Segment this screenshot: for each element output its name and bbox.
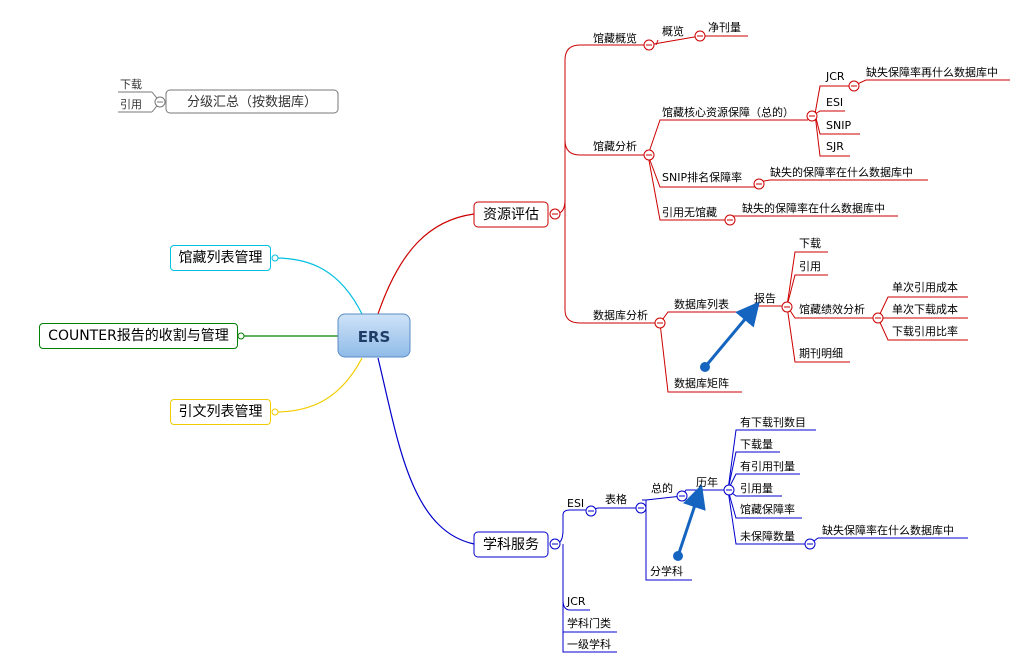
topic-journals-with-downloads: 有下载刊数目 bbox=[740, 415, 806, 429]
branch-holdings-list[interactable]: 馆藏列表管理 bbox=[170, 245, 271, 271]
topic-esi-subject: ESI bbox=[567, 497, 584, 510]
topic-snip: SNIP bbox=[826, 119, 851, 132]
branch-resource-evaluation-label: 资源评估 bbox=[483, 207, 539, 223]
topic-collection-analysis: 馆藏分析 bbox=[593, 139, 637, 153]
main-branch-lines bbox=[241, 213, 475, 545]
branch-subject-service-label: 学科服务 bbox=[483, 537, 539, 553]
central-node-label: ERS bbox=[358, 328, 391, 346]
topic-download-citation-ratio: 下载引用比率 bbox=[892, 324, 958, 338]
subject-service-topics: ESI 表格 总的 分学科 历年 有下载刊数目 下载量 有引用刊量 引用量 馆藏… bbox=[566, 415, 954, 651]
topic-snip-rank: SNIP排名保障率 bbox=[662, 170, 742, 184]
topic-total: 总的 bbox=[651, 481, 673, 495]
topic-cited-no-holding: 引用无馆藏 bbox=[662, 205, 717, 219]
branch-citation-list[interactable]: 引文列表管理 bbox=[170, 399, 271, 425]
topic-performance-analysis: 馆藏绩效分析 bbox=[799, 302, 865, 316]
collapse-markers[interactable] bbox=[154, 30, 884, 550]
topic-journals-with-citations: 有引用刊量 bbox=[740, 459, 795, 473]
branch-holdings-list-label: 馆藏列表管理 bbox=[178, 250, 263, 266]
topic-cost-per-download: 单次下载成本 bbox=[892, 302, 958, 316]
branch-counter-reports-label: COUNTER报告的收割与管理 bbox=[48, 328, 229, 344]
resource-evaluation-topics: 馆藏概览 概览 净刊量 馆藏分析 馆藏核心资源保障（总的） JCR 缺失保障率再… bbox=[593, 20, 998, 390]
topic-unguaranteed-count: 未保障数量 bbox=[740, 529, 795, 543]
branch-citation-list-label: 引文列表管理 bbox=[178, 404, 263, 420]
topic-first-level-subject: 一级学科 bbox=[567, 637, 611, 651]
topic-database-list: 数据库列表 bbox=[674, 297, 729, 311]
topic-overview-child: 概览 bbox=[662, 24, 684, 38]
topic-jcr-subject: JCR bbox=[566, 595, 586, 608]
topic-cost-per-citation: 单次引用成本 bbox=[892, 280, 958, 294]
topic-download-count: 下载量 bbox=[740, 438, 773, 451]
topic-table: 表格 bbox=[605, 492, 627, 506]
branch-counter-reports[interactable]: COUNTER报告的收割与管理 bbox=[39, 323, 238, 349]
topic-report: 报告 bbox=[754, 291, 776, 305]
topic-database-matrix: 数据库矩阵 bbox=[674, 376, 729, 390]
central-node[interactable]: ERS bbox=[337, 313, 411, 358]
branch-subject-service[interactable]: 学科服务 bbox=[473, 531, 549, 558]
topic-snip-rank-missing: 缺失的保障率在什么数据库中 bbox=[770, 165, 913, 179]
topic-cited-no-holding-missing: 缺失的保障率在什么数据库中 bbox=[742, 201, 885, 215]
topic-unguaranteed-missing: 缺失保障率在什么数据库中 bbox=[822, 523, 954, 537]
topic-overview: 馆藏概览 bbox=[593, 31, 637, 45]
topic-journal-detail: 期刊明细 bbox=[799, 347, 843, 360]
topic-esi: ESI bbox=[826, 96, 843, 109]
floating-group: 下载 引用 分级汇总（按数据库） bbox=[120, 78, 339, 114]
topic-core-resource-guarantee: 馆藏核心资源保障（总的） bbox=[662, 105, 794, 119]
relationship-arrows bbox=[673, 301, 760, 561]
topic-holding-guarantee-rate: 馆藏保障率 bbox=[740, 502, 795, 516]
topic-citation-count: 引用量 bbox=[740, 481, 773, 495]
topic-jcr-missing: 缺失保障率再什么数据库中 bbox=[866, 65, 998, 79]
topic-years: 历年 bbox=[696, 475, 718, 489]
topic-sjr: SJR bbox=[826, 140, 844, 153]
topic-net-journals: 净刊量 bbox=[708, 20, 741, 34]
topic-database-analysis: 数据库分析 bbox=[593, 308, 648, 322]
float-citation: 引用 bbox=[120, 97, 142, 111]
topic-report-citation: 引用 bbox=[799, 259, 821, 273]
topic-subject-category: 学科门类 bbox=[567, 616, 611, 630]
branch-resource-evaluation[interactable]: 资源评估 bbox=[473, 201, 549, 228]
float-download: 下载 bbox=[120, 78, 142, 91]
float-main-label: 分级汇总（按数据库） bbox=[187, 94, 317, 110]
topic-report-download: 下载 bbox=[799, 237, 821, 250]
topic-by-subject: 分学科 bbox=[650, 564, 683, 578]
topic-jcr: JCR bbox=[825, 70, 845, 83]
